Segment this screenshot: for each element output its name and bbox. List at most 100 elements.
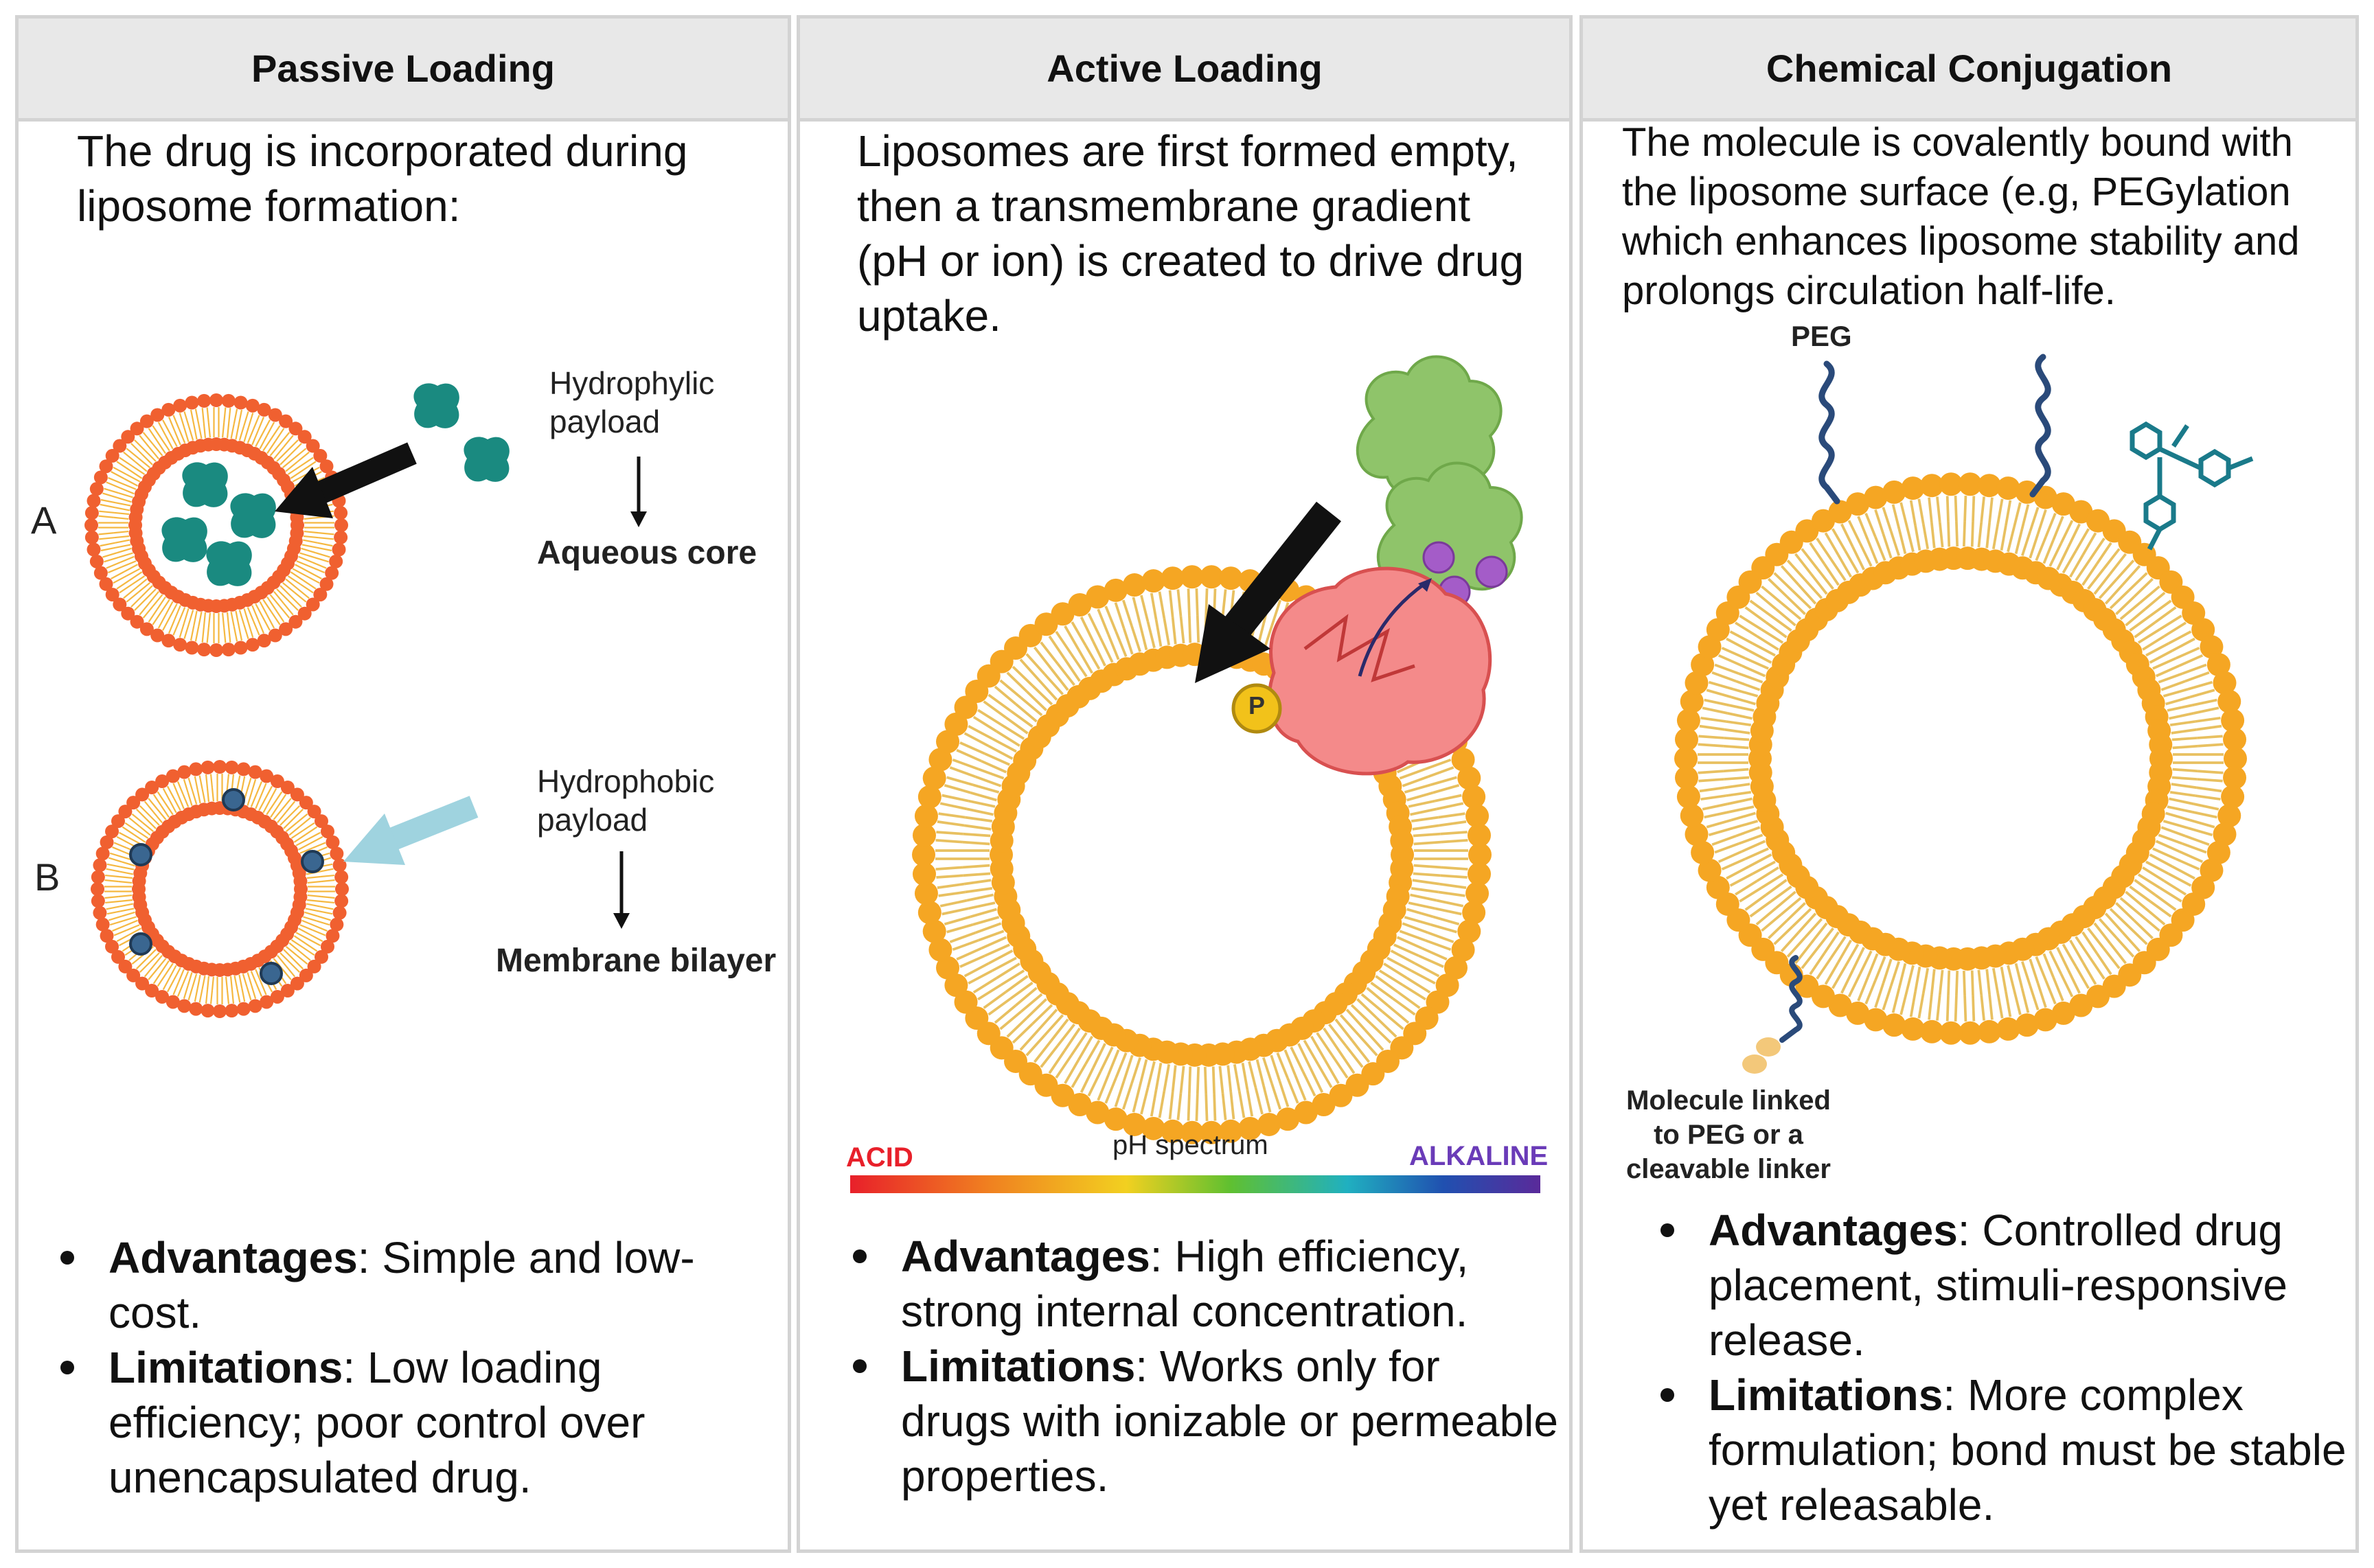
lipid-tail (968, 799, 996, 808)
lipid-tail (1370, 981, 1394, 1000)
lipid-tail (99, 537, 115, 540)
lipid-tail (2042, 953, 2055, 978)
light-blue-arrow-icon (343, 796, 479, 865)
lipid-tail (134, 439, 146, 452)
lipid-tail (183, 608, 190, 623)
lipid-head (914, 881, 938, 906)
lipid-tail (1714, 663, 1739, 675)
lipid-tail (1980, 995, 1985, 1021)
lipid-tail (2154, 606, 2177, 623)
lipid-tail (201, 627, 205, 643)
lipid-tail (109, 852, 124, 858)
lipid-tail (286, 822, 297, 832)
lipid-tail (157, 791, 166, 804)
lipid-tail (123, 451, 136, 463)
lipid-tail (190, 625, 195, 641)
lipid-tail (302, 822, 315, 831)
lipid-tail (201, 788, 206, 803)
lipid-tail (2197, 778, 2223, 783)
lipid-tail (1179, 616, 1185, 644)
lipid-tail (1773, 925, 1794, 945)
lipid-head (84, 530, 99, 544)
lipid-tail (1733, 820, 1759, 829)
lipid-tail (282, 582, 295, 593)
green-drug-blob (1356, 355, 1503, 498)
lipid-tail (2163, 621, 2187, 638)
lipid-tail (1731, 695, 1756, 706)
liposome-a (84, 383, 510, 657)
lipid-tail (303, 916, 317, 922)
lipid-head (166, 995, 180, 1009)
lipid-tail (1055, 630, 1073, 655)
lipid-tail (255, 603, 264, 618)
lipid-tail (1427, 931, 1454, 943)
lipid-head (87, 494, 101, 508)
lipid-tail (2196, 724, 2222, 731)
lipid-head (1200, 1120, 1224, 1144)
lipid-tail (2172, 744, 2198, 750)
advantages-text: : High efficiency, strong internal conce… (901, 1232, 1469, 1336)
lipid-tail (277, 811, 287, 823)
lipid-tail (988, 949, 1014, 965)
lipid-head (121, 430, 135, 444)
lipid-tail (108, 476, 123, 485)
lipid-tail (1146, 1061, 1156, 1089)
lipid-tail (977, 708, 1002, 726)
lipid-tail (1097, 608, 1110, 635)
lipid-tail (182, 971, 190, 984)
lipid-tail (2081, 532, 2097, 556)
lipid-tail (2178, 850, 2204, 864)
lipid-tail (236, 775, 241, 789)
lipid-tail (963, 879, 992, 886)
lipid-tail (2184, 834, 2210, 846)
lipid-tail (1402, 775, 1429, 787)
lipid-head (1977, 1019, 2001, 1044)
lipid-head (2223, 728, 2247, 752)
lipid-tail (1985, 522, 1991, 549)
lipid-tail (939, 899, 968, 908)
lipid-tail (1765, 621, 1788, 638)
lipid-head (1180, 1120, 1204, 1144)
lipid-tail (112, 925, 126, 932)
down-arrow-icon (630, 457, 647, 527)
lipid-tail (2021, 961, 2032, 987)
lipid-head (1465, 804, 1490, 828)
lipid-tail (2167, 873, 2192, 887)
lipid-tail (1909, 991, 1917, 1017)
lipid-tail (2062, 943, 2077, 967)
lipid-tail (194, 988, 198, 1002)
lipid-tail (269, 443, 281, 457)
lipid-tail (1233, 1064, 1241, 1092)
lipid-tail (1176, 589, 1183, 616)
lipid-tail (113, 530, 129, 534)
limitations-item: Limitations: Low loading efficiency; poo… (54, 1340, 754, 1505)
lipid-tail (314, 556, 329, 563)
lipid-tail (1791, 908, 1812, 927)
lipid-tail (2115, 902, 2136, 922)
lipid-tail (142, 606, 154, 619)
lipid-head (189, 1002, 203, 1016)
lipid-tail (269, 787, 277, 801)
lipid-tail (1741, 840, 1766, 853)
lipid-tail (251, 779, 257, 793)
lipid-tail (231, 774, 235, 789)
lipid-tail (279, 585, 292, 597)
lipid-tail (118, 894, 133, 898)
lipid-tail (178, 969, 185, 982)
lipid-tail (2137, 873, 2161, 889)
lipid-tail (225, 976, 229, 991)
lipid-head (922, 766, 946, 790)
lipid-tail (152, 443, 163, 457)
lipid-tail (2133, 919, 2154, 940)
lipid-tail (148, 446, 159, 459)
lipid-tail (941, 794, 969, 803)
alkaline-label: ALKALINE (1409, 1141, 1549, 1171)
lipid-head (330, 917, 344, 932)
lipid-tail (992, 956, 1017, 972)
lipid-tail (221, 422, 225, 438)
lipid-tail (250, 794, 258, 807)
lipid-tail (1278, 1081, 1290, 1107)
lipid-head (84, 518, 98, 532)
lipid-tail (241, 776, 246, 790)
lipid-head (1123, 1112, 1147, 1136)
